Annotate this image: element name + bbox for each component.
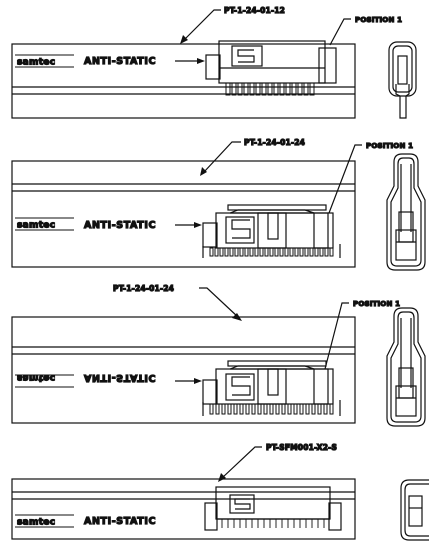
part-number-leader xyxy=(199,287,239,318)
part-number-leader xyxy=(183,9,221,41)
part-number-label: PT-1-24-01-24 xyxy=(244,138,305,147)
position-leader xyxy=(324,302,349,370)
anti-static-label: ANTI-STATIC xyxy=(84,220,156,231)
connector-sfm xyxy=(204,486,342,531)
samtec-logo: samtec xyxy=(15,514,74,528)
part-number-label: PT-SFM001-X2-S xyxy=(266,443,337,452)
tube-end-section xyxy=(386,153,426,271)
tube-view-3: samtec ANTI-STATIC xyxy=(11,283,426,427)
tube-view-1: samtec ANTI-STATIC xyxy=(11,5,417,119)
tube-view-4: samtec ANTI-STATIC xyxy=(11,442,429,541)
anti-static-label: ANTI-STATIC xyxy=(84,372,156,383)
position-1-label: POSITION 1 xyxy=(366,142,413,150)
connector-24-position xyxy=(202,360,341,416)
part-number-label: PT-1-24-01-12 xyxy=(224,6,285,15)
position-1-label: POSITION 1 xyxy=(355,16,402,24)
tube-body xyxy=(11,478,356,540)
samtec-logo-text: samtec xyxy=(17,221,55,231)
position-1-label: POSITION 1 xyxy=(353,300,400,308)
samtec-logo-text: samtec xyxy=(17,58,55,68)
samtec-logo: samtec xyxy=(15,54,74,68)
anti-static-label: ANTI-STATIC xyxy=(84,56,156,67)
position-leader xyxy=(329,18,351,46)
part-number-leader xyxy=(221,446,262,479)
tube-body xyxy=(11,160,356,268)
anti-static-label: ANTI-STATIC xyxy=(84,516,156,527)
part-number-leader xyxy=(203,141,241,173)
connector-24-position xyxy=(202,204,341,258)
tube-body xyxy=(11,316,356,424)
tube-body xyxy=(11,43,356,119)
position-leader xyxy=(328,144,362,214)
samtec-logo-text: samtec xyxy=(17,518,55,528)
tube-end-section-partial xyxy=(400,479,429,541)
samtec-logo: samtec xyxy=(15,217,74,231)
tube-view-2: samtec ANTI-STATIC xyxy=(11,137,426,271)
tube-end-section xyxy=(388,41,417,119)
samtec-logo-text: samtec xyxy=(17,373,55,383)
connector-12-position xyxy=(205,40,337,96)
samtec-logo-mirrored: samtec xyxy=(15,372,74,388)
tube-end-section xyxy=(386,307,426,427)
part-number-label: PT-1-24-01-24 xyxy=(113,284,174,293)
